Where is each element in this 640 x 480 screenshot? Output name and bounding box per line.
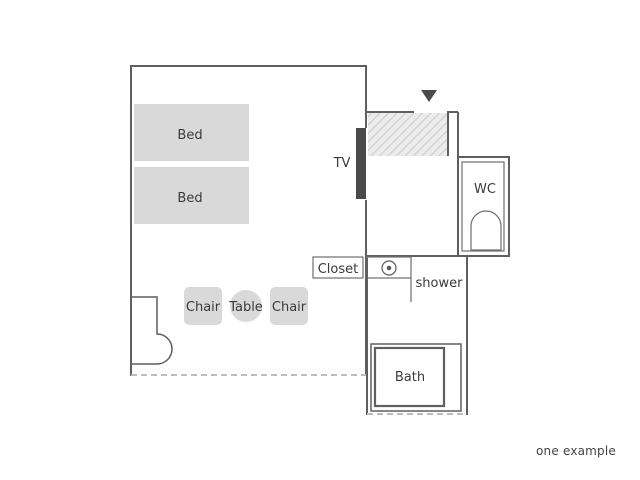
bed-bottom	[134, 167, 249, 224]
chair-right	[270, 287, 308, 325]
entrance-walls	[366, 111, 459, 157]
bath-inner	[373, 346, 446, 408]
entrance-area	[368, 113, 448, 156]
shower-label: shower	[416, 276, 464, 291]
bed-label-top: Bed	[177, 128, 202, 143]
table-label: Table	[228, 300, 263, 315]
wc-inner	[461, 161, 505, 252]
chair-label-left: Chair	[186, 300, 221, 315]
closet-box	[312, 256, 364, 279]
toilet-icon	[470, 210, 502, 251]
desk	[132, 296, 173, 365]
chair-label-right: Chair	[272, 300, 307, 315]
bathroom-walls	[366, 256, 468, 415]
bed-label-bottom: Bed	[177, 191, 202, 206]
caption: one example	[536, 444, 616, 458]
wc-label: WC	[474, 182, 496, 197]
table	[230, 290, 262, 322]
closet-label: Closet	[318, 262, 359, 277]
tv-label: TV	[333, 156, 351, 171]
bath-label: Bath	[395, 370, 425, 385]
sink-icon	[381, 260, 397, 276]
tv-panel	[356, 128, 366, 199]
wc-walls	[365, 156, 510, 257]
down-triangle-icon	[421, 90, 437, 102]
bath-outer	[370, 343, 462, 412]
chair-left	[184, 287, 222, 325]
bed-top	[134, 104, 249, 161]
sink-counter	[366, 256, 412, 302]
